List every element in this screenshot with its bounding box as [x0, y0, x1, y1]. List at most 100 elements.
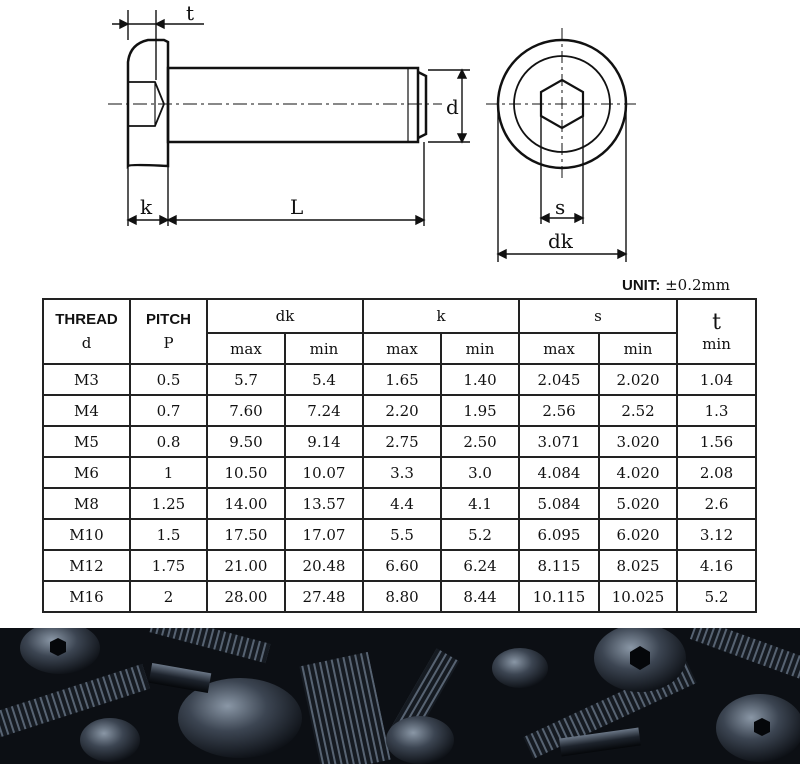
cell-k-min: 3.0: [440, 456, 521, 489]
cell-pitch: 0.8: [129, 425, 208, 458]
cell-pitch: 1.25: [129, 487, 208, 520]
cell-pitch: 0.7: [129, 394, 208, 427]
table-row: M10 1.5 17.50 17.07 5.5 5.2 6.095 6.020 …: [42, 518, 758, 551]
cell-s-min: 5.020: [598, 487, 679, 520]
header-t: t min: [676, 298, 758, 365]
cell-t-min: 3.12: [676, 518, 758, 551]
cell-t-min: 2.08: [676, 456, 758, 489]
dimension-k-l: [126, 142, 426, 226]
cell-k-min: 4.1: [440, 487, 521, 520]
screw-end-view: [486, 28, 638, 180]
dimension-s-dk: [496, 104, 628, 262]
cell-pitch: 2: [129, 580, 208, 613]
table-row: M12 1.75 21.00 20.48 6.60 6.24 8.115 8.0…: [42, 549, 758, 582]
cell-k-max: 2.75: [362, 425, 443, 458]
cell-s-max: 2.045: [518, 363, 601, 396]
cell-dk-min: 10.07: [283, 456, 365, 489]
cell-s-max: 4.084: [518, 456, 601, 489]
dim-label-t: t: [186, 1, 194, 25]
cell-dk-min: 17.07: [283, 518, 365, 551]
screw-technical-drawing: t k L d s dk: [108, 1, 638, 262]
cell-s-max: 2.56: [518, 394, 601, 427]
cell-dk-max: 21.00: [206, 549, 286, 582]
cell-s-min: 8.025: [598, 549, 679, 582]
cell-dk-max: 28.00: [206, 580, 286, 613]
subheader-dk-min: min: [283, 332, 365, 365]
dim-label-dk: dk: [548, 229, 574, 253]
subheader-dk-max: max: [206, 332, 286, 365]
header-dk: dk: [205, 298, 365, 334]
unit-note: UNIT: ±0.2mm: [622, 276, 730, 294]
dimension-t: [112, 10, 204, 80]
cell-k-min: 1.95: [440, 394, 521, 427]
cell-s-min: 3.020: [598, 425, 679, 458]
cell-dk-min: 9.14: [283, 425, 365, 458]
cell-thread: M6: [42, 456, 131, 489]
dim-label-k: k: [140, 195, 153, 219]
cell-t-min: 1.04: [676, 363, 758, 396]
cell-pitch: 1.75: [129, 549, 208, 582]
cell-dk-min: 7.24: [283, 394, 365, 427]
cell-pitch: 0.5: [129, 363, 208, 396]
header-k: k: [362, 298, 521, 334]
cell-thread: M10: [42, 518, 131, 551]
header-pitch: PITCH P: [129, 298, 208, 365]
cell-t-min: 4.16: [676, 549, 758, 582]
table-row: M5 0.8 9.50 9.14 2.75 2.50 3.071 3.020 1…: [42, 425, 758, 458]
header-s: s: [518, 298, 679, 334]
cell-thread: M3: [42, 363, 131, 396]
cell-s-min: 2.52: [598, 394, 679, 427]
cell-t-min: 5.2: [676, 580, 758, 613]
cell-s-max: 8.115: [518, 549, 601, 582]
cell-pitch: 1: [129, 456, 208, 489]
table-row: M16 2 28.00 27.48 8.80 8.44 10.115 10.02…: [42, 580, 758, 613]
dim-label-L: L: [290, 195, 303, 219]
cell-pitch: 1.5: [129, 518, 208, 551]
cell-k-max: 8.80: [362, 580, 443, 613]
cell-k-max: 4.4: [362, 487, 443, 520]
cell-dk-min: 27.48: [283, 580, 365, 613]
cell-s-max: 10.115: [518, 580, 601, 613]
cell-k-min: 5.2: [440, 518, 521, 551]
dimension-table: THREAD d PITCH P dk k s t min max min ma…: [42, 298, 758, 613]
cell-s-min: 10.025: [598, 580, 679, 613]
cell-thread: M16: [42, 580, 131, 613]
cell-k-max: 3.3: [362, 456, 443, 489]
dim-label-d: d: [446, 95, 459, 119]
unit-value: ±0.2mm: [665, 276, 730, 294]
cell-dk-max: 5.7: [206, 363, 286, 396]
cell-k-max: 1.65: [362, 363, 443, 396]
cell-dk-max: 14.00: [206, 487, 286, 520]
cell-s-max: 3.071: [518, 425, 601, 458]
subheader-s-min: min: [598, 332, 679, 365]
dim-label-s: s: [555, 195, 565, 219]
cell-dk-min: 20.48: [283, 549, 365, 582]
cell-k-min: 2.50: [440, 425, 521, 458]
cell-thread: M8: [42, 487, 131, 520]
subheader-s-max: max: [518, 332, 601, 365]
cell-s-max: 6.095: [518, 518, 601, 551]
cell-dk-min: 13.57: [283, 487, 365, 520]
cell-k-min: 1.40: [440, 363, 521, 396]
cell-s-min: 6.020: [598, 518, 679, 551]
cell-dk-max: 9.50: [206, 425, 286, 458]
cell-thread: M5: [42, 425, 131, 458]
cell-t-min: 2.6: [676, 487, 758, 520]
header-thread: THREAD d: [42, 298, 131, 365]
cell-s-min: 4.020: [598, 456, 679, 489]
cell-s-min: 2.020: [598, 363, 679, 396]
cell-k-max: 6.60: [362, 549, 443, 582]
subheader-k-min: min: [440, 332, 521, 365]
table-row: M8 1.25 14.00 13.57 4.4 4.1 5.084 5.020 …: [42, 487, 758, 520]
cell-thread: M4: [42, 394, 131, 427]
subheader-k-max: max: [362, 332, 443, 365]
cell-t-min: 1.3: [676, 394, 758, 427]
dimension-d: [428, 68, 470, 144]
cell-thread: M12: [42, 549, 131, 582]
screw-side-view: [108, 38, 442, 169]
cell-dk-max: 10.50: [206, 456, 286, 489]
cell-s-max: 5.084: [518, 487, 601, 520]
table-row: M4 0.7 7.60 7.24 2.20 1.95 2.56 2.52 1.3: [42, 394, 758, 427]
cell-k-max: 2.20: [362, 394, 443, 427]
unit-label: UNIT:: [622, 277, 661, 294]
